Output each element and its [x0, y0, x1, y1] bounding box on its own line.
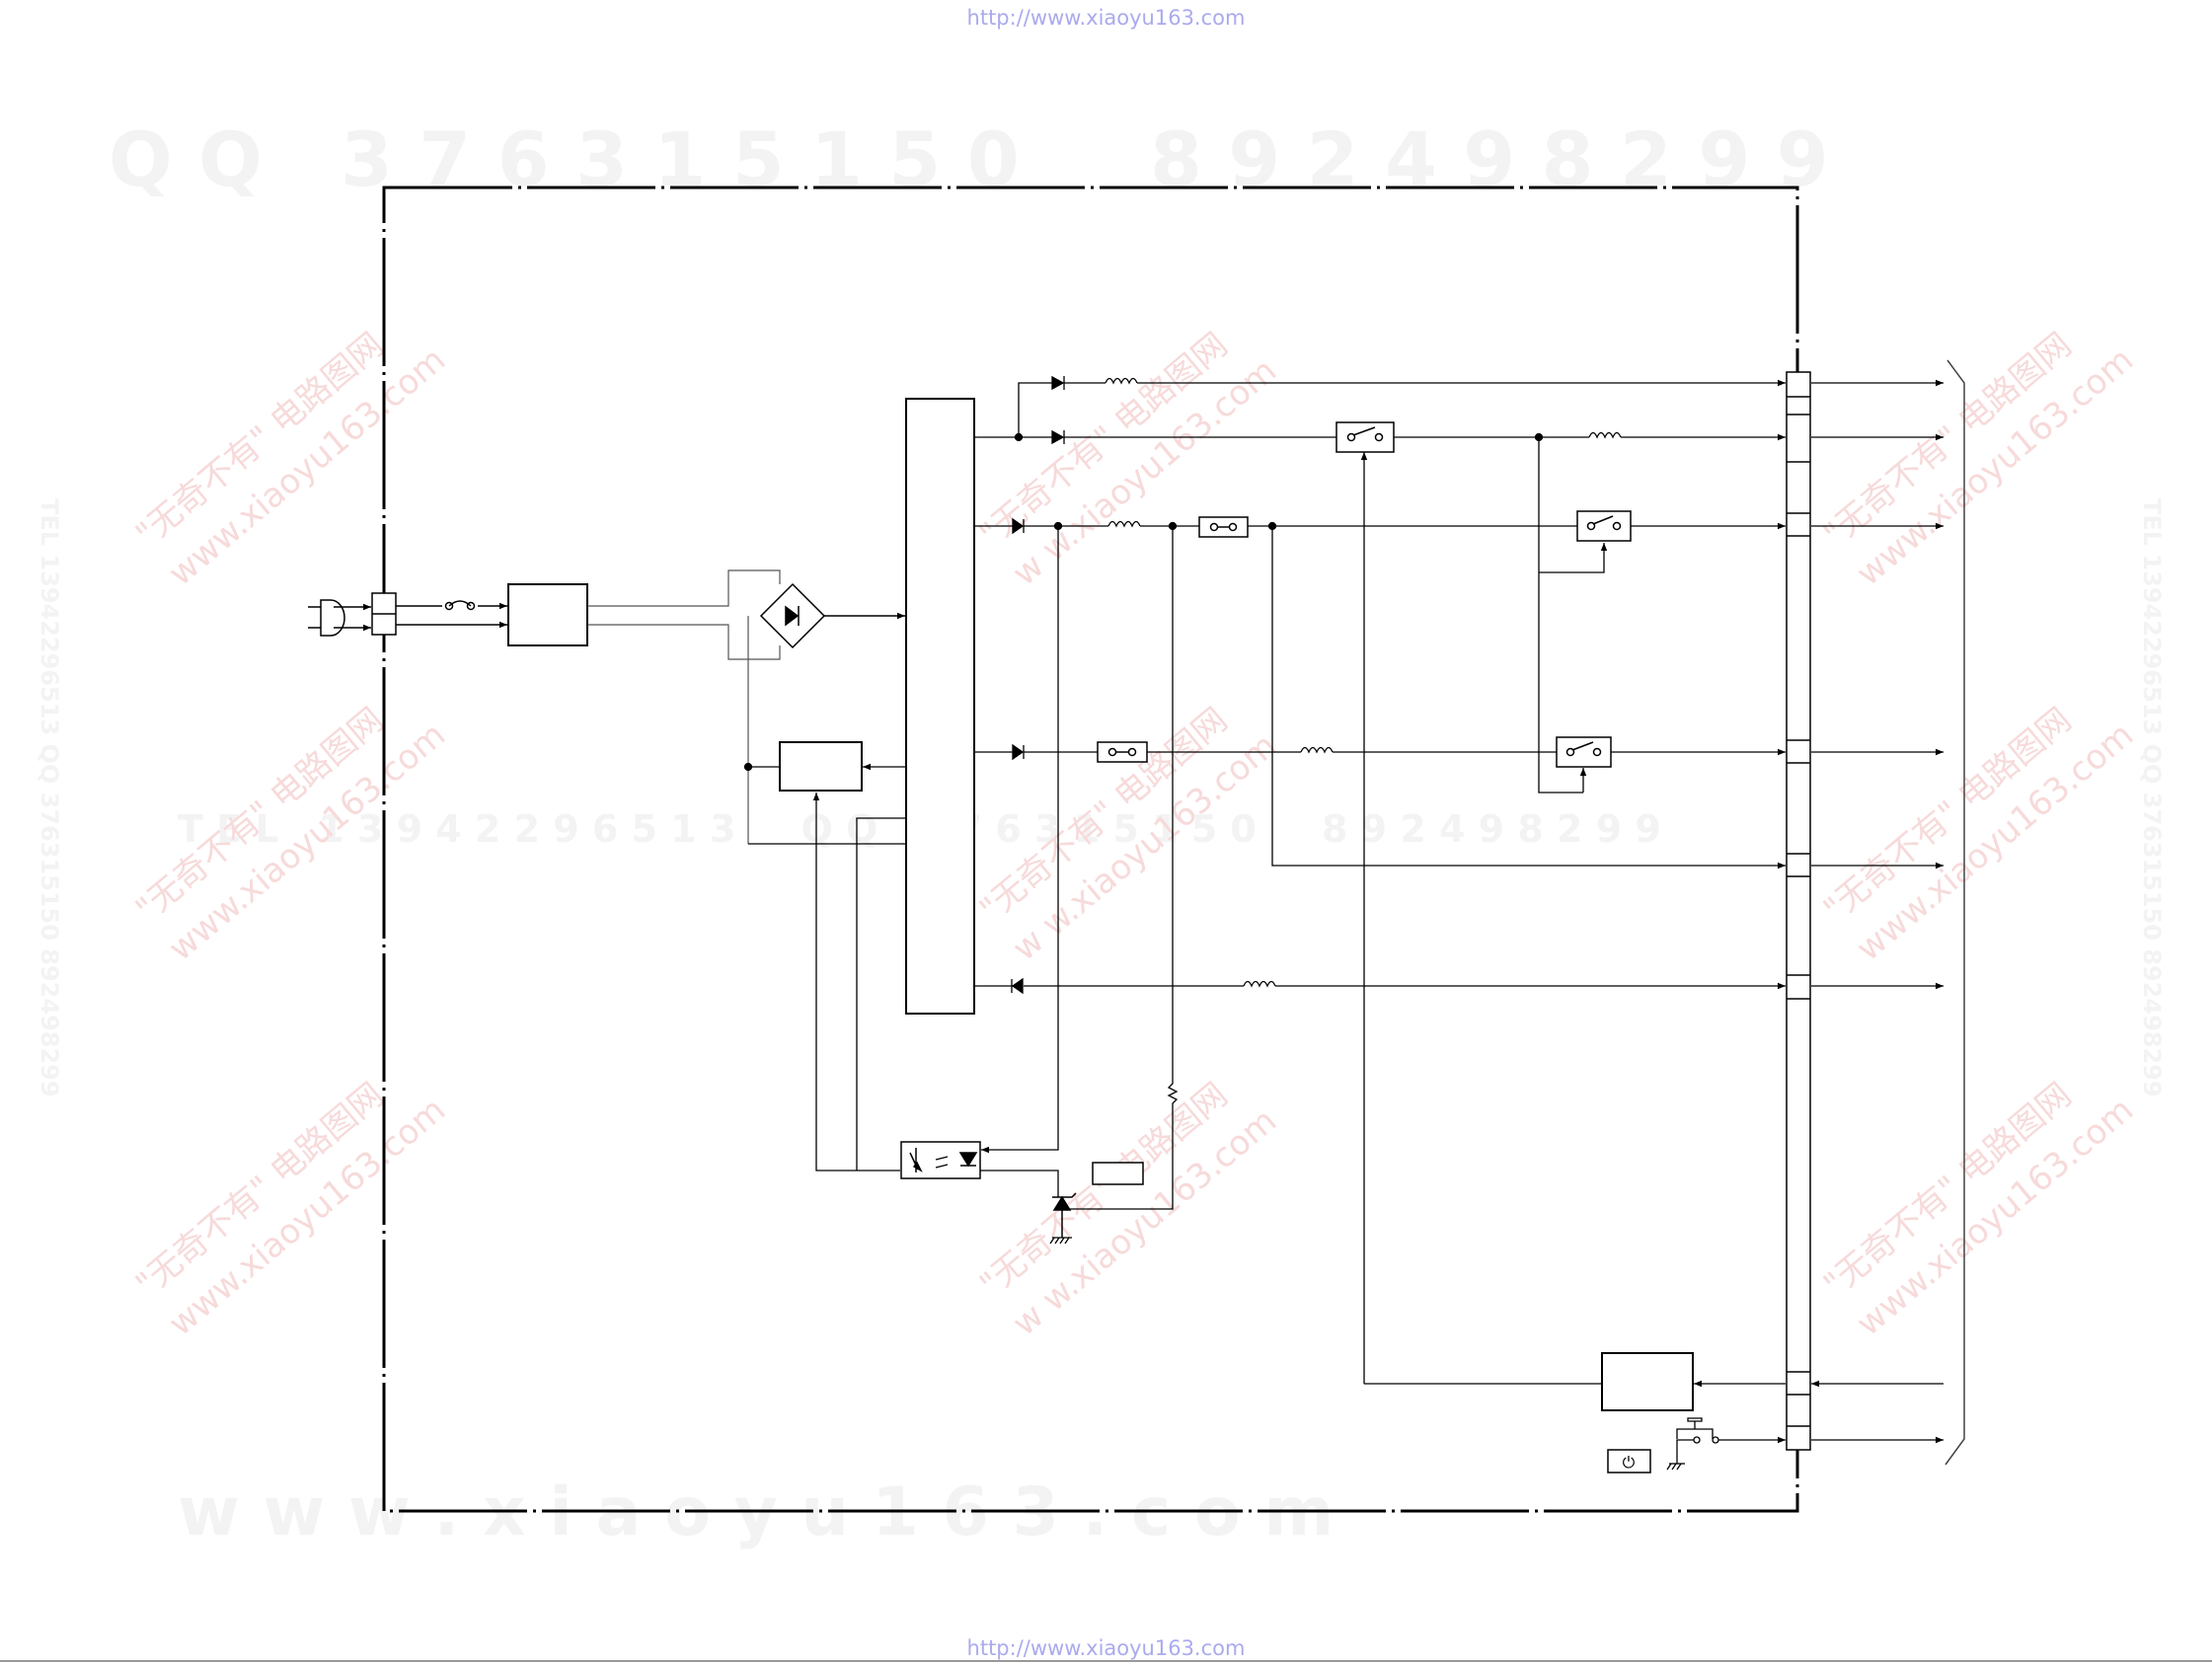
relay-switch-icon — [1335, 421, 1395, 453]
bridge-rectifier-icon — [759, 582, 905, 649]
standby-control-block — [1601, 1352, 1694, 1411]
control-lines — [743, 762, 906, 1172]
relay-switch-icon — [1576, 510, 1632, 542]
feedback-lines — [980, 525, 1059, 1197]
fuse-icon — [444, 600, 476, 611]
control-ic-block — [779, 741, 863, 792]
output-arrows — [1811, 379, 1944, 1444]
photocoupler-icon — [900, 1141, 981, 1179]
output-rail-4 — [974, 743, 1786, 761]
watermark-qq-line: Q Q 3 7 6 3 1 5 1 5 0 8 9 2 4 9 8 2 9 9 — [109, 115, 1829, 203]
ac-input-connector — [371, 592, 397, 636]
watermark-side-left: TEL 13942296513 QQ 376315150 892498299 — [36, 498, 63, 1097]
reference-label-box — [1092, 1162, 1144, 1185]
line-filter-block — [507, 583, 588, 646]
power-symbol-glyph: ⏻ — [1623, 1453, 1636, 1472]
output-rail-1 — [1018, 375, 1786, 437]
source-url-top: http://www.xiaoyu163.com — [966, 6, 1246, 30]
output-rail-5 — [974, 977, 1786, 995]
source-url-bottom: http://www.xiaoyu163.com — [966, 1636, 1246, 1660]
zener-diode-icon — [1052, 1192, 1077, 1238]
filter-to-bridge-lines — [587, 569, 781, 660]
fuse-icon — [1097, 741, 1148, 763]
switching-transformer-block — [905, 398, 975, 1015]
ground-icon — [1049, 1237, 1072, 1245]
output-connector — [1786, 371, 1811, 1451]
fuse-icon — [1198, 516, 1249, 538]
relay-switch-icon — [1556, 736, 1612, 768]
resistor-icon — [1062, 525, 1179, 1210]
watermark-side-right: TEL 13942296513 QQ 376315150 892498299 — [2138, 498, 2166, 1097]
output-rail-3 — [974, 517, 1786, 869]
connector-bracket — [1945, 359, 1965, 1466]
output-rail-2 — [974, 429, 1786, 1384]
ac-plug-icon — [308, 599, 371, 637]
power-symbol-icon: ⏻ — [1607, 1449, 1651, 1474]
pushbutton-icon — [1676, 1417, 1786, 1464]
ground-icon — [1666, 1463, 1685, 1471]
input-lines — [396, 602, 507, 629]
